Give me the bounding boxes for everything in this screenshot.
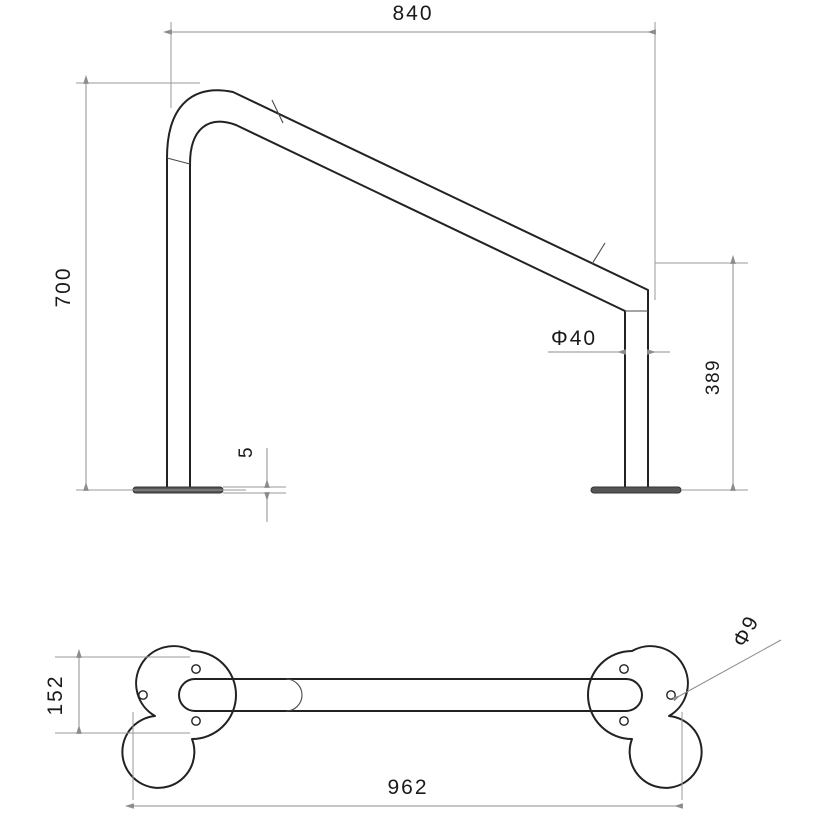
dim-label-840: 840 [392,2,433,25]
base-plate-right-elevation [590,486,682,494]
handrail-tube-profile [166,89,649,491]
dim-label-152: 152 [44,674,67,715]
dim-5-plate-thickness: 5 [223,446,286,522]
plan-rail-outline [194,678,627,712]
mounting-hole-left-top [191,664,201,674]
tube-bend-seams [166,99,648,312]
dim-700-height: 700 [52,74,246,491]
trefoil-outline-left [121,645,237,789]
mounting-hole-left-bottom [191,716,201,726]
plan-rail-seam [285,678,303,712]
mounting-hole-right-top [619,664,629,674]
dim-label-962: 962 [387,776,428,799]
plan-rail-cap-left [178,678,196,712]
dim-label-5: 5 [236,446,257,458]
plan-rail-tube [178,678,643,712]
seam-left-bend-lower [166,157,191,165]
dim-840-width: 840 [162,2,656,300]
dim-label-389: 389 [703,359,724,395]
elevation-view: 840 700 Φ40 389 [52,2,748,522]
dim-dia9-hole: Φ9 [672,611,782,702]
dim-label-dia9: Φ9 [728,611,764,650]
mounting-hole-right-bottom [619,716,629,726]
dim-962-length: 962 [124,712,683,809]
mounting-hole-right-side [666,690,676,700]
dim-152-plate-width: 152 [44,648,190,734]
dim-label-700: 700 [52,266,75,307]
trefoil-base-plate-left [121,645,237,789]
trefoil-base-plate-right [587,645,703,789]
dim-dia40-tube: Φ40 [548,327,670,355]
dim-389-right-post: 389 [655,254,748,491]
plan-rail-cap-right [625,678,643,712]
seam-right-bend-upper [591,242,606,265]
leader-line-dia9 [672,639,782,702]
seam-left-bend-upper [271,99,284,124]
mounting-hole-left-side [138,690,148,700]
plan-view: 152 962 Φ9 [44,611,782,809]
trefoil-outline-right [587,645,703,789]
tube-inner-contour [189,120,626,491]
tube-outer-contour [166,89,649,491]
dim-label-dia40: Φ40 [551,327,597,350]
